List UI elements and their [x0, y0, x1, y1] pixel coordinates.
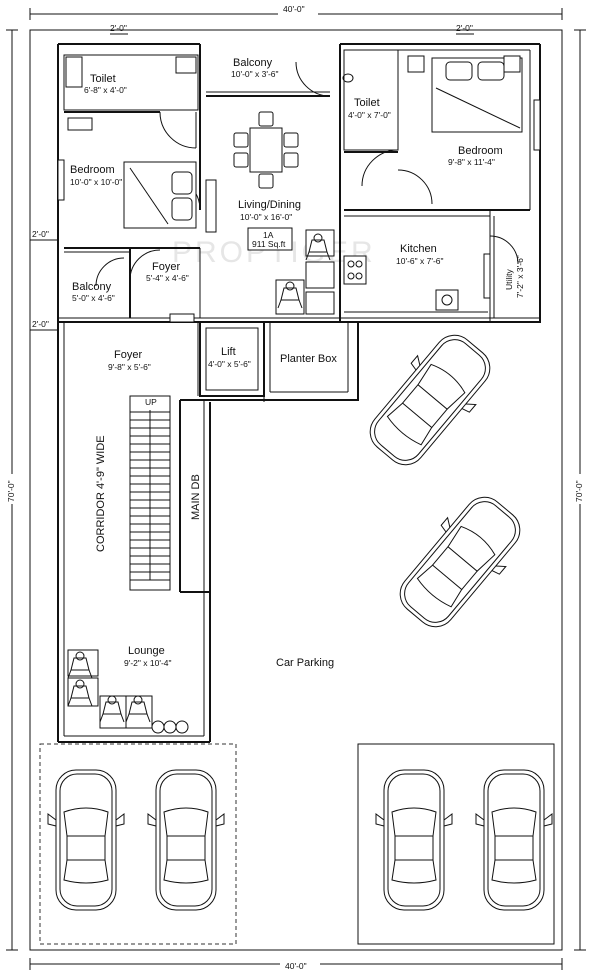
toilet-fixtures: [65, 56, 354, 131]
svg-text:10'-0" x 3'-6": 10'-0" x 3'-6": [231, 69, 279, 79]
svg-text:Toilet: Toilet: [90, 73, 116, 85]
svg-text:9'-8" x 5'-6": 9'-8" x 5'-6": [108, 362, 151, 372]
dimension-bottom: 40'-0": [29, 955, 563, 971]
svg-text:Bedroom: Bedroom: [70, 164, 115, 176]
main-db-label: MAIN DB: [190, 474, 202, 520]
dimension-offset-left-low: 2'-0": [30, 319, 58, 331]
svg-text:2'-0": 2'-0": [110, 23, 127, 33]
room-planter-box: Planter Box: [280, 353, 337, 365]
svg-text:2'-0": 2'-0": [32, 319, 49, 329]
svg-text:Utility: Utility: [504, 268, 514, 290]
staircase-steps: [130, 410, 170, 581]
svg-text:Living/Dining: Living/Dining: [238, 199, 301, 211]
room-balcony-left: Balcony 5'-0" x 4'-6": [72, 281, 115, 303]
dimension-top: 40'-0": [29, 3, 563, 20]
svg-text:5'-4" x 4'-6": 5'-4" x 4'-6": [146, 273, 189, 283]
lounge-furniture: [67, 649, 189, 734]
corridor-label: CORRIDOR 4'-9" WIDE: [95, 435, 107, 552]
stair-up-label: UP: [145, 397, 157, 407]
car-6: [385, 483, 535, 641]
car-2: [147, 769, 225, 911]
svg-text:Foyer: Foyer: [152, 261, 180, 273]
car-1: [47, 769, 125, 911]
svg-text:9'-8" x 11'-4": 9'-8" x 11'-4": [448, 157, 495, 167]
room-balcony-top: Balcony 10'-0" x 3'-6": [231, 57, 279, 79]
upper-flat-walls: [57, 43, 541, 323]
svg-text:Lift: Lift: [221, 346, 236, 358]
svg-text:40'-0": 40'-0": [283, 4, 305, 14]
svg-text:1A: 1A: [263, 230, 274, 240]
svg-text:911 Sq.ft: 911 Sq.ft: [252, 239, 286, 249]
room-foyer-top: Foyer 5'-4" x 4'-6": [146, 261, 189, 283]
dimension-offset-top-left: 2'-0": [110, 23, 128, 35]
room-foyer-ground: Foyer 9'-8" x 5'-6": [108, 349, 151, 372]
car-5: [355, 321, 505, 479]
room-lounge: Lounge 9'-2" x 10'-4": [124, 645, 172, 668]
svg-text:70'-0": 70'-0": [574, 480, 584, 502]
svg-text:5'-0" x 4'-6": 5'-0" x 4'-6": [72, 293, 115, 303]
svg-text:Bedroom: Bedroom: [458, 145, 503, 157]
svg-text:70'-0": 70'-0": [6, 480, 16, 502]
svg-text:Toilet: Toilet: [354, 97, 380, 109]
dining-table: [233, 111, 299, 189]
dimension-offset-top-right: 2'-0": [456, 23, 474, 35]
dimension-right: 70'-0": [572, 29, 586, 951]
svg-text:Lounge: Lounge: [128, 645, 165, 657]
svg-text:10'-0" x 10'-0": 10'-0" x 10'-0": [70, 177, 122, 187]
svg-text:4'-0" x 7'-0": 4'-0" x 7'-0": [348, 110, 391, 120]
svg-text:10'-6" x 7'-6": 10'-6" x 7'-6": [396, 256, 444, 266]
dimension-left: 70'-0": [4, 29, 18, 951]
svg-text:Foyer: Foyer: [114, 349, 142, 361]
car-4: [475, 769, 553, 911]
svg-text:40'-0": 40'-0": [285, 961, 307, 971]
svg-text:6'-8" x 4'-0": 6'-8" x 4'-0": [84, 85, 127, 95]
room-bedroom-right: Bedroom 9'-8" x 11'-4": [448, 145, 503, 167]
room-toilet-right: Toilet 4'-0" x 7'-0": [348, 97, 391, 120]
room-utility: Utility 7'-2" x 3'-6": [504, 255, 525, 298]
svg-text:9'-2" x 10'-4": 9'-2" x 10'-4": [124, 658, 172, 668]
svg-text:4'-0" x 5'-6": 4'-0" x 5'-6": [208, 359, 251, 369]
svg-text:Balcony: Balcony: [72, 281, 112, 293]
svg-text:7'-2" x 3'-6": 7'-2" x 3'-6": [515, 255, 525, 298]
bed-right: [407, 55, 523, 133]
svg-text:Car Parking: Car Parking: [276, 657, 334, 669]
sofa-set: [275, 229, 335, 315]
room-kitchen: Kitchen 10'-6" x 7'-6": [396, 243, 444, 266]
unit-tag: 1A 911 Sq.ft: [247, 227, 293, 251]
parking-bay-left: [39, 743, 237, 945]
svg-text:Balcony: Balcony: [233, 57, 273, 69]
room-toilet-left: Toilet 6'-8" x 4'-0": [84, 73, 127, 95]
site-boundary: [29, 29, 563, 951]
svg-text:Kitchen: Kitchen: [400, 243, 437, 255]
dimension-offset-left-mid: 2'-0": [30, 229, 58, 241]
svg-text:2'-0": 2'-0": [456, 23, 473, 33]
kitchen-counter: [343, 253, 491, 313]
room-bedroom-left: Bedroom 10'-0" x 10'-0": [70, 164, 122, 187]
ground-floor-walls: [57, 321, 359, 743]
bed-left: [123, 161, 217, 233]
room-car-parking: Car Parking: [276, 657, 334, 669]
svg-text:2'-0": 2'-0": [32, 229, 49, 239]
room-living-dining: Living/Dining 10'-0" x 16'-0": [238, 199, 301, 222]
car-3: [375, 769, 453, 911]
svg-text:Planter Box: Planter Box: [280, 353, 337, 365]
svg-text:10'-0" x 16'-0": 10'-0" x 16'-0": [240, 212, 292, 222]
room-lift: Lift 4'-0" x 5'-6": [208, 346, 251, 369]
